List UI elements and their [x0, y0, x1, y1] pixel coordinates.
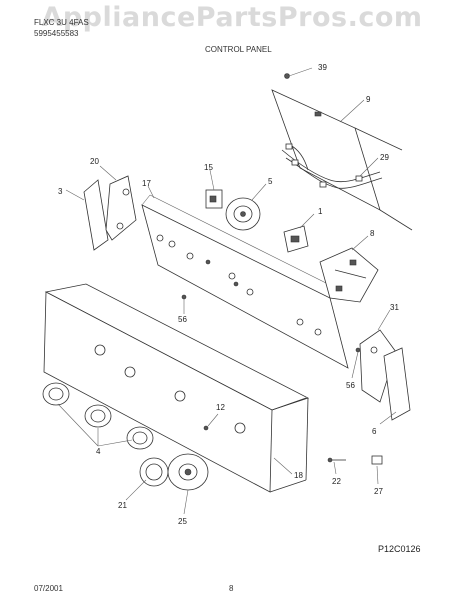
control-module	[319, 247, 379, 303]
callout-3: 3	[58, 187, 63, 196]
leader-lines	[57, 67, 397, 515]
callout-39: 39	[318, 63, 327, 72]
callout-4: 4	[96, 447, 101, 456]
callout-25: 25	[178, 517, 187, 526]
callout-15: 15	[204, 163, 213, 172]
model-line: FLXC 3U 4FAS	[34, 18, 89, 27]
left-end-cap	[83, 175, 137, 251]
callout-21: 21	[118, 501, 127, 510]
callout-27: 27	[374, 487, 383, 496]
callout-12: 12	[216, 403, 225, 412]
wire-harness	[281, 143, 383, 189]
callout-8: 8	[370, 229, 375, 238]
callout-1: 1	[318, 207, 323, 216]
watermark: AppliancePartsPros.com	[41, 2, 423, 33]
clip-27	[371, 455, 383, 465]
switch-1	[283, 225, 309, 253]
control-panel-backing	[141, 194, 349, 369]
footer-page: 8	[229, 584, 234, 593]
callout-22: 22	[332, 477, 341, 486]
part-number: 5995455583	[34, 29, 79, 38]
knobs	[42, 382, 154, 450]
callout-5: 5	[268, 177, 273, 186]
callout-29: 29	[380, 153, 389, 162]
callout-6: 6	[372, 427, 377, 436]
screw-22	[327, 457, 346, 463]
diagram-title: CONTROL PANEL	[205, 45, 272, 54]
callout-31: 31	[390, 303, 399, 312]
callout-labels: 39 9 29 20 15 5 17 3 1 8 56 31 56 12 4 6…	[58, 63, 399, 526]
callout-56-a: 56	[178, 315, 187, 324]
callout-18: 18	[294, 471, 303, 480]
callout-56-b: 56	[346, 381, 355, 390]
screw-39	[284, 73, 290, 79]
callout-17: 17	[142, 179, 151, 188]
right-end-cap	[359, 329, 411, 421]
large-knob-25	[167, 453, 209, 491]
large-knob-21	[139, 457, 169, 487]
selector-switch	[205, 189, 223, 209]
callout-9: 9	[366, 95, 371, 104]
screw-12	[203, 425, 209, 431]
timer	[225, 197, 261, 231]
footer-date: 07/2001	[34, 584, 63, 593]
callout-20: 20	[90, 157, 99, 166]
front-console	[43, 283, 310, 493]
diagram-code: P12C0126	[378, 544, 421, 554]
